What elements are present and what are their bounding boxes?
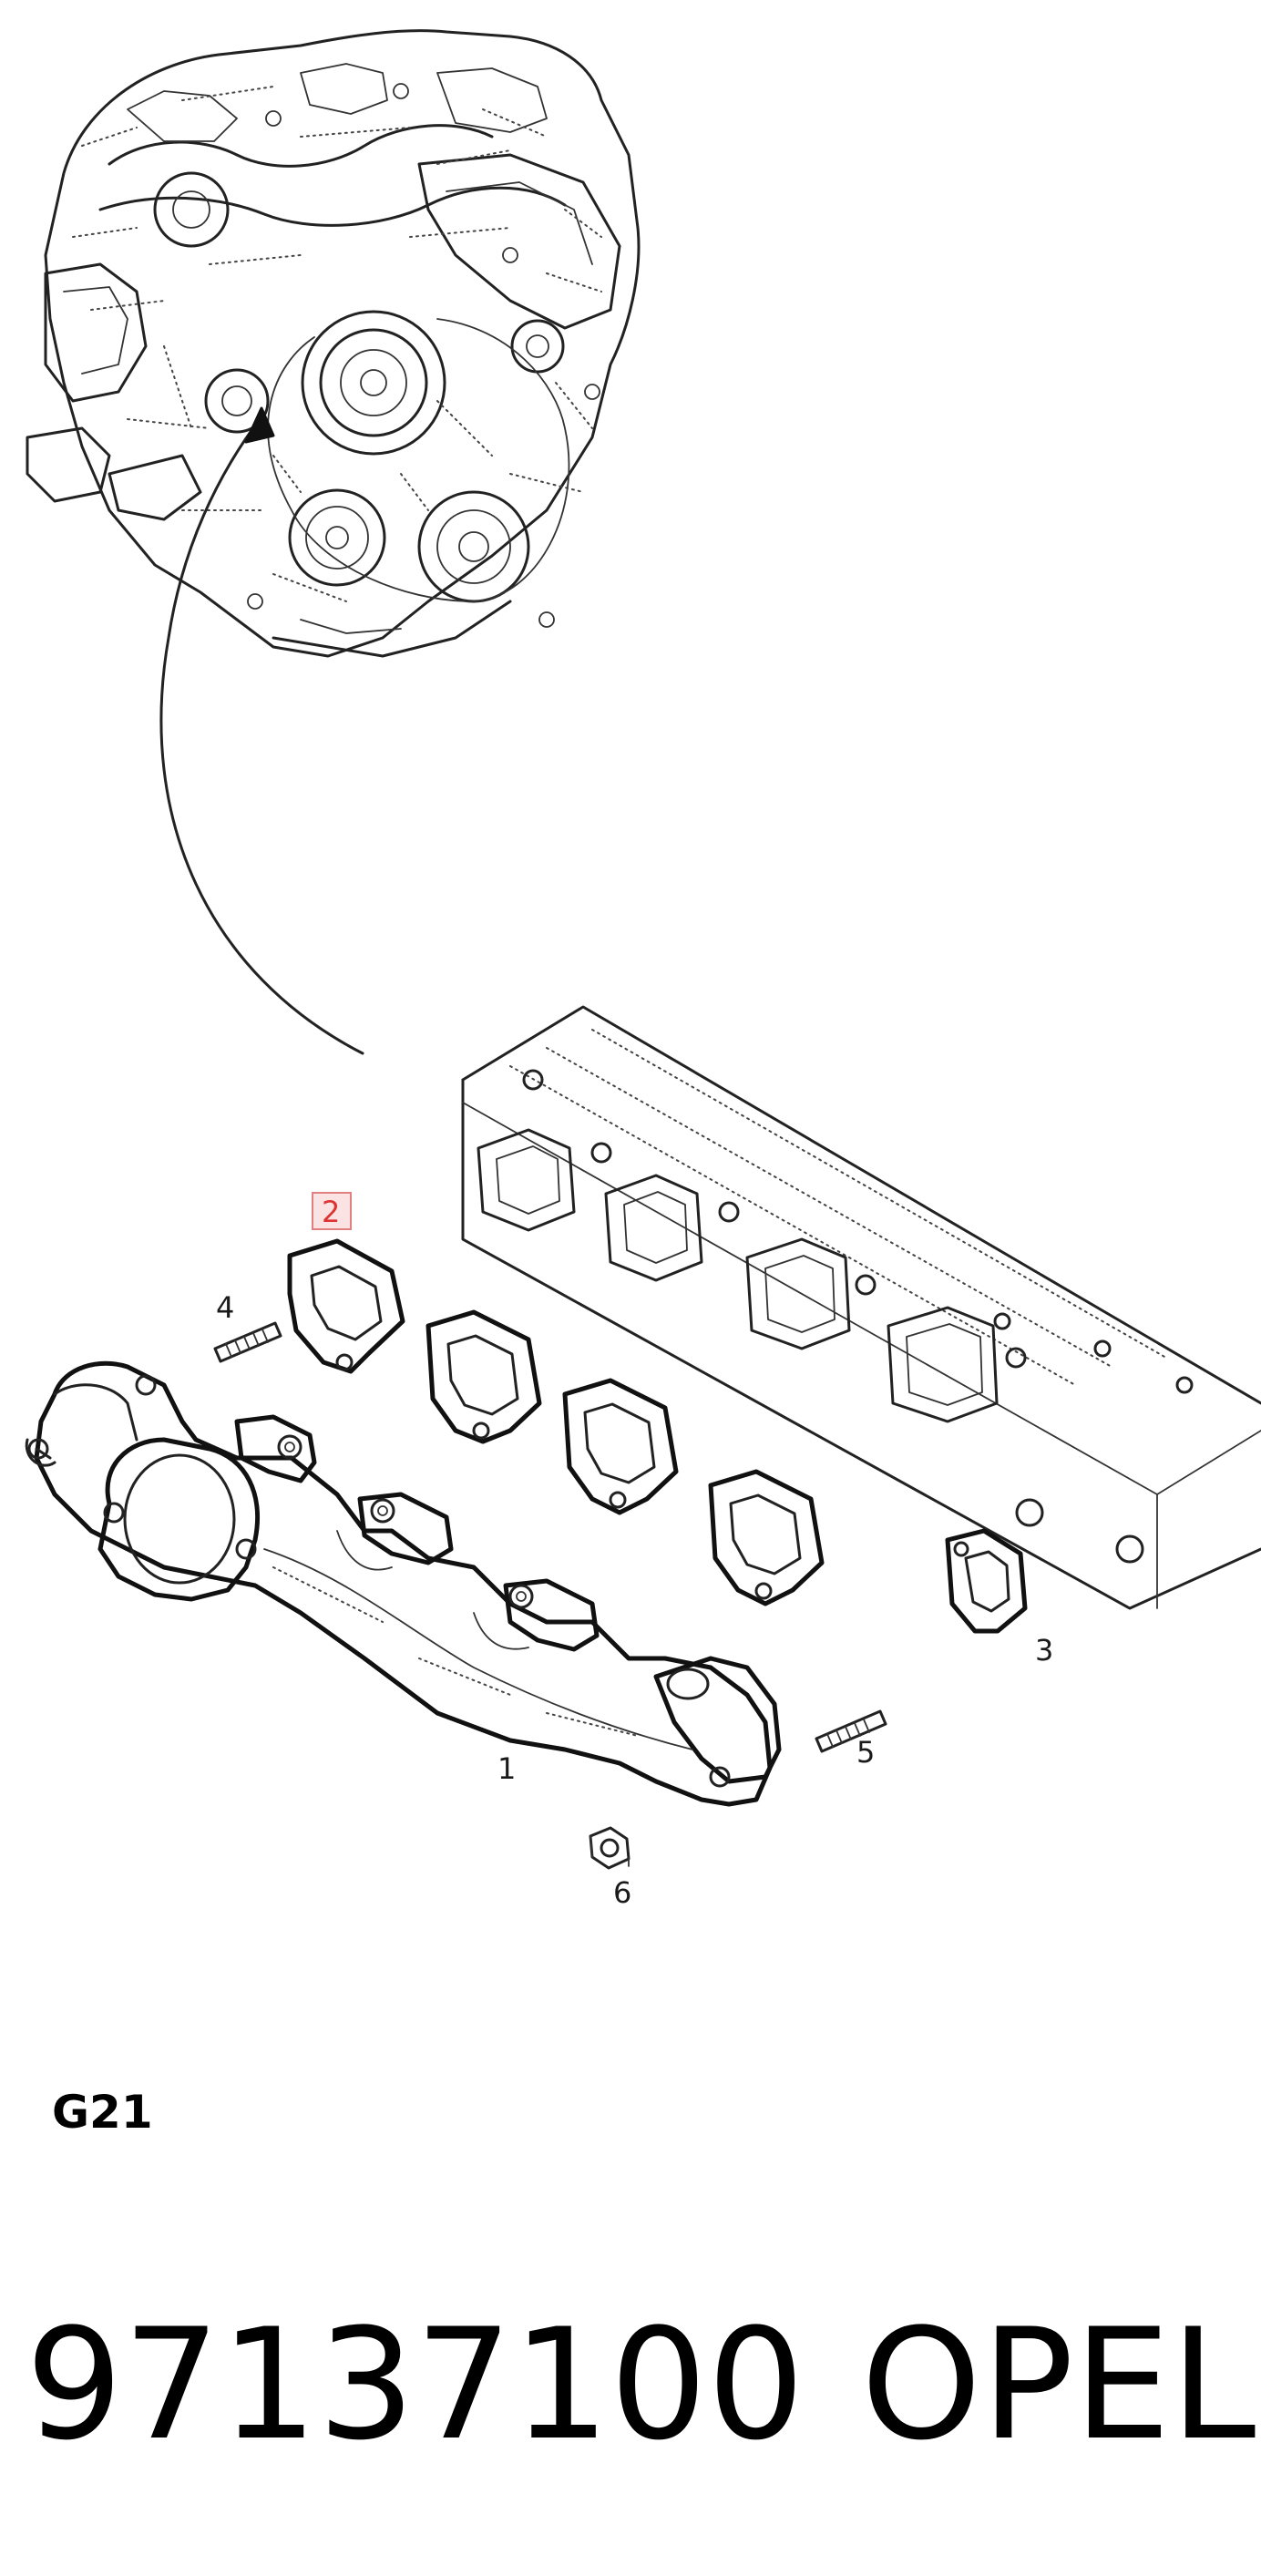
cylinder-head-illustration: [461, 1005, 1261, 1610]
callout-highlight-box[interactable]: [312, 1192, 352, 1230]
stud-bolt: [213, 1321, 282, 1363]
callout-4: 4: [216, 1290, 234, 1325]
gasket: [425, 1309, 542, 1444]
gasket: [708, 1469, 825, 1606]
gasket: [287, 1238, 405, 1374]
callout-2[interactable]: 2: [322, 1195, 340, 1229]
callout-1: 1: [497, 1751, 516, 1786]
exhaust-manifold: [25, 1360, 782, 1807]
callout-6: 6: [613, 1875, 631, 1910]
gasket: [562, 1378, 679, 1515]
callout-3: 3: [1035, 1633, 1053, 1668]
brand-name: OPEL: [861, 2295, 1256, 2474]
engine-overview-illustration: [26, 29, 641, 658]
pointer-arrow: [159, 406, 364, 1055]
part-number: 97137100: [26, 2295, 805, 2474]
stud-bolt: [815, 1709, 887, 1753]
callout-5: 5: [856, 1735, 875, 1770]
callout-labels: 2 4 3 1 5 6: [216, 1192, 1053, 1910]
gasket-set: [287, 1238, 825, 1606]
hex-nut: [589, 1826, 630, 1870]
diagram-code: G21: [52, 2086, 153, 2139]
small-gasket: [945, 1528, 1028, 1634]
